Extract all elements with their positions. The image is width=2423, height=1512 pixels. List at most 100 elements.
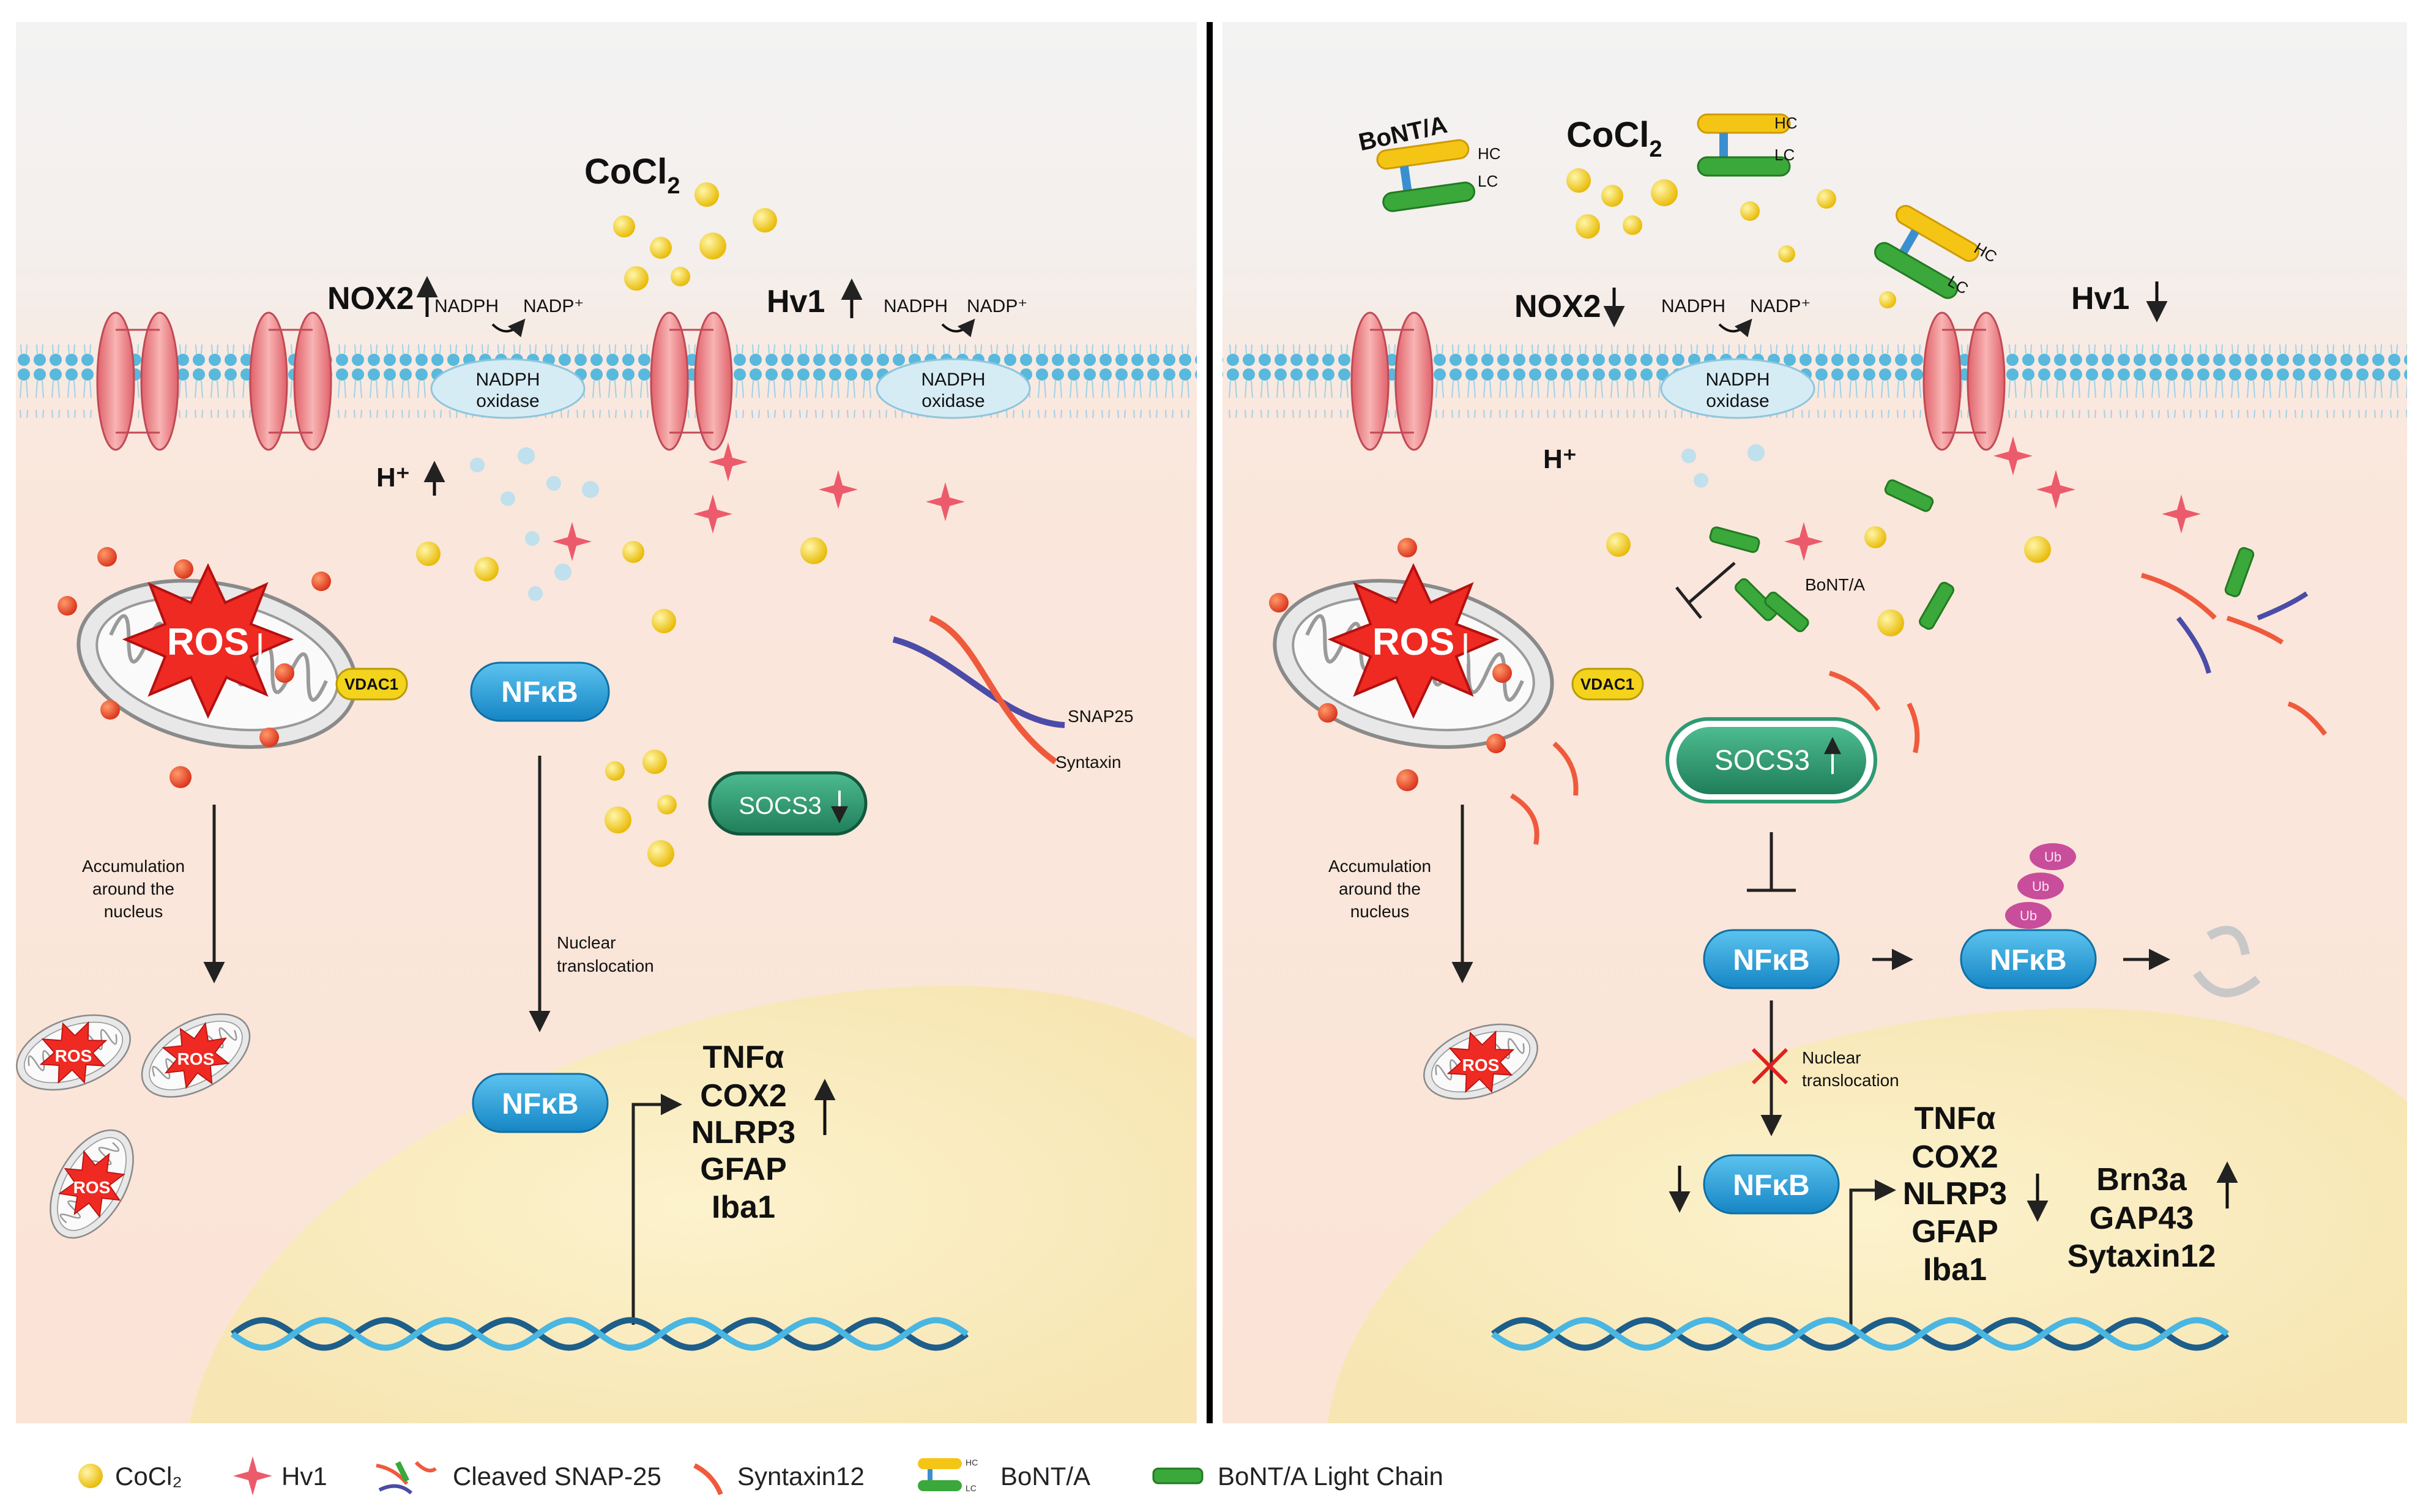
left-mini-ros-2: ROS	[177, 1049, 215, 1068]
right-inhibit-line	[1688, 562, 1736, 604]
left-gene-4: Iba1	[712, 1190, 775, 1225]
right-accum-line2: around the	[1339, 879, 1421, 898]
left-syntaxin-strand	[929, 615, 1057, 765]
right-ros-dots	[1269, 538, 1512, 791]
left-nucleus	[190, 985, 1196, 1423]
left-gene-list: TNFα COX2 NLRP3 GFAP Iba1	[691, 1040, 795, 1225]
left-transcription-arrow	[631, 1093, 682, 1325]
right-hc2: HC	[1774, 114, 1798, 132]
left-oxidase-a-line2: oxidase	[476, 391, 539, 411]
left-oxidase-b-line1: NADPH	[921, 370, 985, 390]
right-nfkb-cytoplasm	[1703, 929, 1840, 989]
right-hc1: HC	[1478, 144, 1501, 163]
left-mini-ros-3: ROS	[73, 1178, 111, 1197]
legend-cleaved-label: Cleaved SNAP-25	[453, 1462, 661, 1491]
legend-bont-swatch: HC LC	[918, 1458, 978, 1493]
right-proton-bubbles	[1681, 444, 1765, 488]
right-translocation-blocked-x	[1751, 1048, 1788, 1085]
left-nuclear-line2: translocation	[557, 956, 654, 975]
right-ros-label: ROS	[1372, 621, 1454, 663]
left-accum-line2: around the	[92, 879, 174, 898]
left-gene-3: GFAP	[700, 1152, 787, 1187]
left-hv1-label: Hv1	[767, 284, 825, 319]
left-nadph-oxidase-1	[430, 358, 586, 419]
right-nfkb-nucleus-label: NFκB	[1733, 1169, 1809, 1202]
right-vdac1-badge	[1571, 668, 1644, 701]
legend-bont-label: BoNT/A	[1000, 1462, 1090, 1491]
left-mini-mitochondria: ROS ROS ROS	[6, 996, 265, 1253]
left-nadph-arrow-1	[491, 318, 526, 338]
right-hv1-label: Hv1	[2071, 281, 2129, 316]
right-vdac1-label: VDAC1	[1580, 675, 1634, 693]
legend-cocl2-label: CoCl₂	[115, 1462, 182, 1491]
left-nfkb-nucleus	[472, 1073, 609, 1133]
left-snap25-label: SNAP25	[1068, 707, 1133, 726]
right-transcription-arrow	[1849, 1179, 1896, 1325]
left-gene-1: COX2	[700, 1078, 787, 1114]
right-nfkb-cytoplasm-label: NFκB	[1733, 944, 1809, 977]
right-panel: NADPH oxidase BoNT/A HC LC HC LC HC LC C…	[1223, 22, 2407, 1423]
right-degraded-fragments	[2193, 926, 2261, 997]
right-socs3-label: SOCS3	[1714, 744, 1810, 776]
right-socs3-inhibit	[1747, 832, 1796, 892]
legend-syntaxin12-swatch	[693, 1463, 723, 1495]
ub-label-3: Ub	[2020, 908, 2037, 923]
right-ub-chain: Ub Ub Ub	[2005, 843, 2076, 929]
right-gene-3: GFAP	[1911, 1214, 1998, 1249]
right-nuclear-line1: Nuclear	[1802, 1048, 1861, 1067]
right-gene-1: COX2	[1911, 1139, 1998, 1175]
right-cocl2-dots	[1566, 168, 2051, 636]
right-inhibit-bar	[1675, 586, 1702, 619]
left-oxidase-a-line1: NADPH	[475, 370, 540, 390]
right-lc1: LC	[1478, 172, 1498, 190]
left-hplus-label: H⁺	[376, 463, 410, 493]
left-nfkb-cytoplasm	[470, 661, 610, 722]
right-mini-ros: ROS	[1462, 1056, 1500, 1074]
right-hplus-label: H⁺	[1543, 444, 1577, 474]
right-gene-0: TNFα	[1914, 1101, 1995, 1136]
right-gene-up-2: Sytaxin12	[2068, 1238, 2216, 1274]
left-gene-2: NLRP3	[691, 1115, 795, 1150]
right-nadph: NADPH	[1661, 296, 1725, 316]
legend: CoCl₂ Hv1 Cleaved SNAP-25 Syntaxin12 HC …	[78, 1456, 1443, 1495]
left-ros-dots	[58, 547, 331, 788]
legend-hc-label: HC	[966, 1458, 978, 1467]
left-oxidase-b-line2: oxidase	[921, 391, 984, 411]
right-nox2-label: NOX2	[1514, 289, 1601, 324]
left-nadp1: NADP⁺	[523, 296, 584, 316]
legend-cocl2-swatch	[78, 1464, 103, 1488]
right-nfkb-ubiquitinated	[1960, 929, 2097, 989]
right-nuclear-line2: translocation	[1802, 1071, 1899, 1090]
left-cocl2-label: CoCl2	[584, 152, 680, 199]
left-socs3	[708, 771, 868, 836]
left-vdac1-label: VDAC1	[344, 675, 398, 693]
left-vdac1-badge	[335, 668, 408, 701]
right-accum-line1: Accumulation	[1328, 857, 1431, 876]
right-bont-inner-label: BoNT/A	[1805, 575, 1865, 594]
legend-cleaved-swatch	[376, 1461, 437, 1495]
right-upregulated-genes: Brn3a GAP43 Sytaxin12	[2068, 1162, 2216, 1274]
left-socs3-label: SOCS3	[739, 792, 822, 819]
right-gene-list: TNFα COX2 NLRP3 GFAP Iba1	[1903, 1101, 2007, 1287]
left-nfkb-cytoplasm-label: NFκB	[501, 676, 578, 709]
legend-hv1-label: Hv1	[281, 1462, 327, 1491]
right-nadph-arrow	[1718, 318, 1752, 338]
right-syntaxin12-arcs	[1509, 671, 1920, 845]
left-mini-ros-1: ROS	[55, 1046, 92, 1065]
left-proton-bubbles	[470, 447, 599, 601]
left-nfkb-nucleus-label: NFκB	[502, 1088, 578, 1120]
legend-syntaxin12-label: Syntaxin12	[737, 1462, 865, 1491]
right-gene-4: Iba1	[1923, 1252, 1987, 1287]
left-nadph-oxidase-2	[876, 358, 1031, 419]
left-syntaxin-label: Syntaxin	[1055, 753, 1121, 772]
right-accum-line3: nucleus	[1350, 902, 1410, 921]
legend-lc-label: LC	[966, 1483, 977, 1493]
ub-label-2: Ub	[2032, 879, 2049, 894]
left-nadph-arrow-2	[941, 318, 975, 338]
right-lc2: LC	[1774, 146, 1795, 164]
legend-hv1-swatch	[233, 1456, 272, 1495]
left-nox2-label: NOX2	[327, 281, 414, 316]
legend-bont-lc-label: BoNT/A Light Chain	[1218, 1462, 1443, 1491]
left-nuclear-line1: Nuclear	[557, 933, 616, 952]
